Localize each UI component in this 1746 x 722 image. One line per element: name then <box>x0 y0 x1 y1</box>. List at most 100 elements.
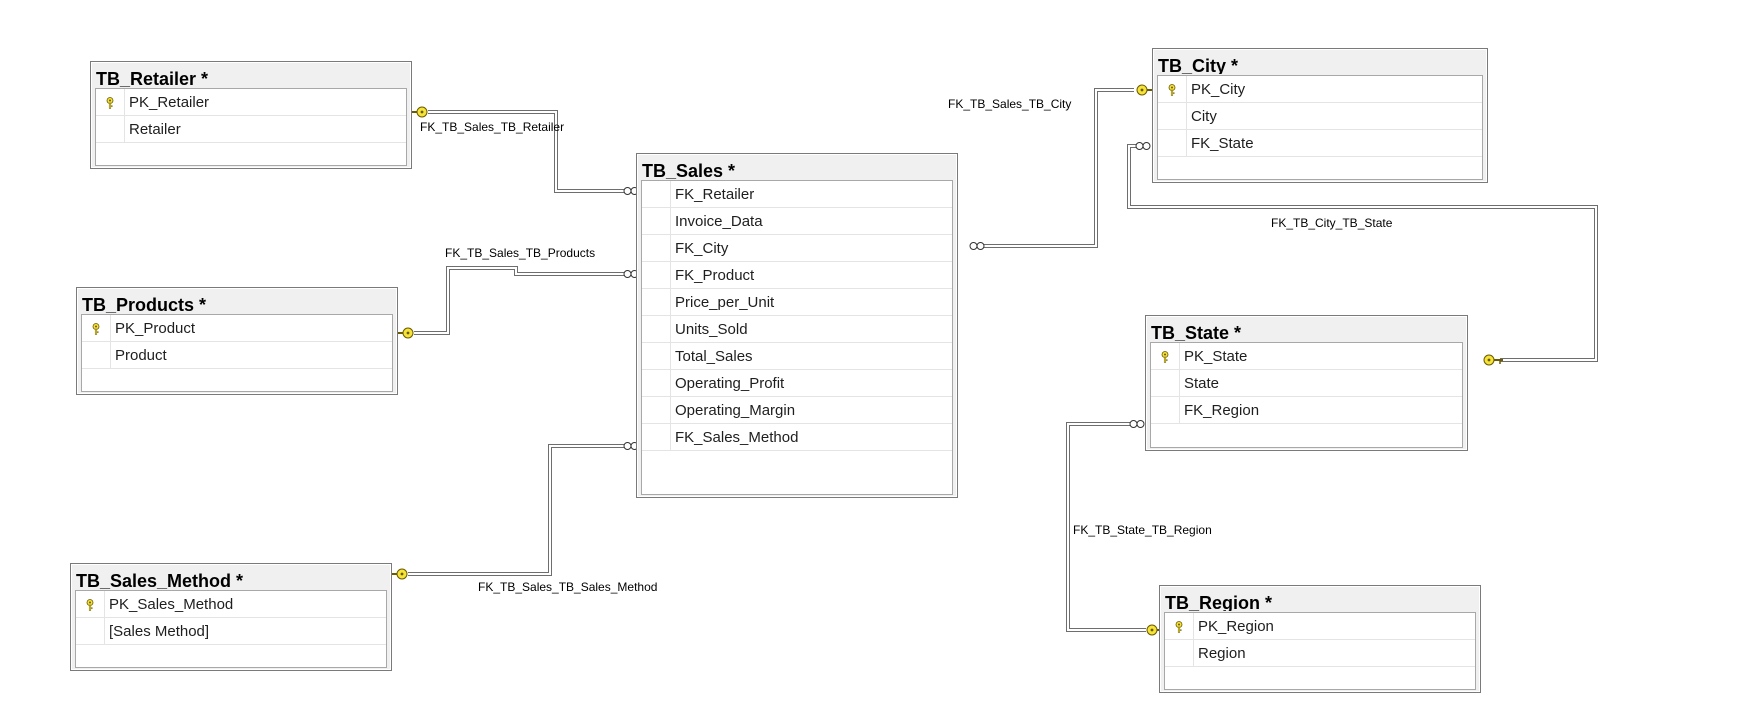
table-column-row[interactable]: Units_Sold <box>642 316 952 343</box>
column-name: City <box>1191 108 1217 125</box>
connector-sales-method-inner <box>408 445 624 575</box>
row-selector[interactable] <box>1151 343 1180 369</box>
column-name: FK_Product <box>675 267 755 284</box>
row-selector[interactable] <box>76 618 105 644</box>
row-selector[interactable] <box>642 262 671 288</box>
table-column-row[interactable]: Operating_Profit <box>642 370 952 397</box>
table-column-row[interactable]: Operating_Margin <box>642 397 952 424</box>
table-column-row[interactable]: PK_City <box>1158 76 1482 103</box>
key-end-sales-method-hole <box>400 572 404 576</box>
row-selector[interactable] <box>642 235 671 261</box>
column-name: State <box>1184 375 1220 392</box>
table-column-row[interactable]: FK_Product <box>642 262 952 289</box>
row-selector[interactable] <box>96 116 125 142</box>
row-selector[interactable] <box>642 370 671 396</box>
row-selector[interactable] <box>642 424 671 450</box>
relationship-label-sales-method[interactable]: FK_TB_Sales_TB_Sales_Method <box>478 580 658 594</box>
column-name: PK_Sales_Method <box>109 596 234 613</box>
row-selector[interactable] <box>1158 130 1187 156</box>
column-name: Invoice_Data <box>675 213 763 230</box>
row-selector[interactable] <box>1151 370 1180 396</box>
connector-city-state-inner <box>1128 145 1597 361</box>
many-end-state-region <box>1129 420 1138 428</box>
table-column-row[interactable]: Invoice_Data <box>642 208 952 235</box>
column-name: PK_Retailer <box>129 94 210 111</box>
relationship-label-state-region[interactable]: FK_TB_State_TB_Region <box>1073 523 1212 537</box>
table-column-row[interactable]: FK_City <box>642 235 952 262</box>
table-column-row[interactable]: FK_State <box>1158 130 1482 157</box>
relationship-label-retailer[interactable]: FK_TB_Sales_TB_Retailer <box>420 120 565 134</box>
column-name: Operating_Margin <box>675 402 796 419</box>
primary-key-icon <box>106 97 114 109</box>
table-column-row[interactable]: State <box>1151 370 1462 397</box>
table-column-row[interactable]: PK_Sales_Method <box>76 591 386 618</box>
row-selector[interactable] <box>1151 397 1180 423</box>
row-selector[interactable] <box>76 591 105 617</box>
primary-key-icon <box>1168 84 1176 96</box>
column-name: PK_State <box>1184 348 1248 365</box>
column-name: Total_Sales <box>675 348 753 365</box>
row-selector[interactable] <box>642 208 671 234</box>
row-selector[interactable] <box>82 315 111 341</box>
table-title: TB_City * <box>1158 58 1239 74</box>
table-column-row[interactable]: FK_Region <box>1151 397 1462 424</box>
table-title: TB_Retailer * <box>96 71 209 87</box>
many-end-products <box>623 270 632 278</box>
column-name: FK_City <box>675 240 729 257</box>
row-selector[interactable] <box>1165 640 1194 666</box>
key-end-city-state-hole <box>1487 358 1491 362</box>
connector-state-region-inner <box>1067 423 1146 631</box>
row-selector[interactable] <box>1158 76 1187 102</box>
column-name: PK_Product <box>115 320 196 337</box>
connector-products-inner <box>414 267 624 334</box>
connector-sales-method <box>408 444 624 576</box>
primary-key-icon <box>1175 621 1183 633</box>
column-name: Retailer <box>129 121 181 138</box>
row-selector[interactable] <box>96 89 125 115</box>
table-sales-method[interactable]: TB_Sales_Method * PK_Sales_Method [Sales … <box>70 563 392 671</box>
relationship-label-city[interactable]: FK_TB_Sales_TB_City <box>948 97 1072 111</box>
table-column-row[interactable]: Price_per_Unit <box>642 289 952 316</box>
table-column-row[interactable]: FK_Retailer <box>642 181 952 208</box>
table-column-row[interactable]: PK_Region <box>1165 613 1475 640</box>
relationship-label-city-state[interactable]: FK_TB_City_TB_State <box>1271 216 1393 230</box>
table-column-row[interactable]: PK_Retailer <box>96 89 406 116</box>
table-title: TB_Products * <box>82 297 207 313</box>
table-column-row[interactable]: [Sales Method] <box>76 618 386 645</box>
column-name: Region <box>1198 645 1246 662</box>
column-name: FK_Sales_Method <box>675 429 799 446</box>
table-column-row[interactable]: PK_State <box>1151 343 1462 370</box>
table-column-row[interactable]: FK_Sales_Method <box>642 424 952 451</box>
table-column-row[interactable]: PK_Product <box>82 315 392 342</box>
table-title: TB_Sales_Method * <box>76 573 244 589</box>
table-column-row[interactable]: Retailer <box>96 116 406 143</box>
row-selector[interactable] <box>642 343 671 369</box>
row-selector[interactable] <box>1158 103 1187 129</box>
row-selector[interactable] <box>642 181 671 207</box>
relationship-label-products[interactable]: FK_TB_Sales_TB_Products <box>445 246 596 260</box>
row-selector[interactable] <box>642 316 671 342</box>
row-selector[interactable] <box>642 397 671 423</box>
column-name: Price_per_Unit <box>675 294 775 311</box>
row-selector[interactable] <box>82 342 111 368</box>
table-column-row[interactable]: Product <box>82 342 392 369</box>
key-end-city-hole <box>1140 88 1144 92</box>
table-column-row[interactable]: Total_Sales <box>642 343 952 370</box>
row-selector[interactable] <box>1165 613 1194 639</box>
column-name: Product <box>115 347 167 364</box>
row-selector[interactable] <box>642 289 671 315</box>
table-column-row[interactable]: City <box>1158 103 1482 130</box>
column-name: FK_State <box>1191 135 1254 152</box>
table-column-row[interactable]: Region <box>1165 640 1475 667</box>
